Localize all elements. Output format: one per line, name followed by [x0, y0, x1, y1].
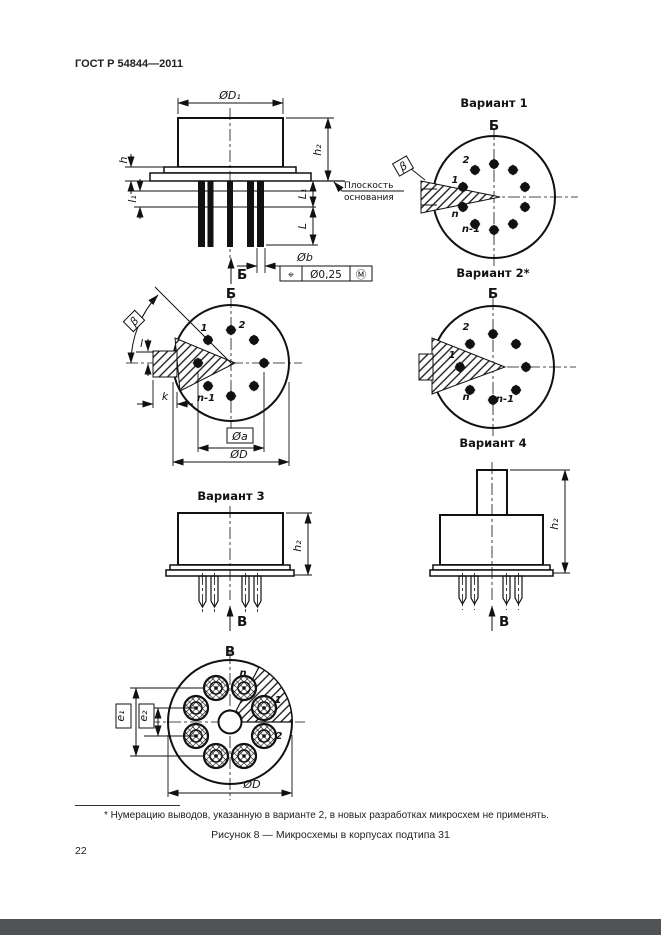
variant3-view: Вариант 3 h₂ — [165, 489, 312, 631]
view-v-pin2-label: 2 — [276, 731, 283, 742]
page-number: 22 — [75, 845, 87, 857]
position-tolerance-icon: ⌖ — [288, 269, 294, 281]
dim-h2: h₂ — [286, 117, 334, 182]
variant1-view: Вариант 1 Б β 2 1 n n-1 — [391, 96, 578, 267]
variant1-pinN-label: n — [451, 209, 458, 220]
plane-label-1: Плоскость — [344, 181, 393, 191]
dim-e2-label: e₂ — [137, 710, 150, 722]
variant1-title: Вариант 1 — [460, 96, 527, 110]
variant4-body — [439, 514, 544, 566]
variant4-view: Вариант 4 h₂ — [429, 436, 570, 631]
variant1-view-letter: Б — [489, 118, 499, 134]
variant3-h2-label: h₂ — [291, 540, 304, 552]
plane-label-2: основания — [344, 193, 394, 203]
variant1-pinN1-label: n-1 — [462, 224, 480, 235]
package-base — [149, 172, 312, 182]
dim-l: l — [136, 337, 154, 376]
dim-pin-circle: Øa — [197, 372, 265, 452]
variant1-angle-box: β — [391, 155, 415, 177]
variant3-view-arrow: В — [226, 605, 247, 631]
variant4-view-arrow: В — [488, 605, 509, 631]
variant2-pin1-label: 1 — [449, 350, 456, 361]
dim-k-label: k — [162, 390, 169, 403]
tolerance-frame: ⌖ Ø0,25 Ⓜ — [279, 265, 373, 282]
view-b-drawing: Б β l — [122, 286, 302, 466]
standard-code: ГОСТ Р 54844—2011 — [75, 58, 183, 70]
dim-outer-diameter: ØD — [172, 382, 290, 466]
dim-h: h — [117, 154, 164, 194]
pin-group — [198, 181, 264, 247]
dim-l-label: l — [140, 337, 143, 350]
view-b-pin1-label: 1 — [201, 323, 208, 334]
variant1-pin2-label: 2 — [463, 155, 470, 166]
dim-h2-label: h₂ — [311, 144, 324, 156]
footnote-text: * Нумерацию выводов, указанную в вариант… — [104, 810, 549, 821]
dim-a-label: Øa — [231, 430, 248, 443]
view-b-arrow: Б — [227, 257, 247, 284]
key-stub — [152, 350, 178, 378]
footnote-rule — [75, 805, 180, 806]
dim-L1-label: L₁ — [296, 189, 309, 200]
dim-L-label: L — [296, 223, 309, 229]
view-b-pin2-label: 2 — [239, 320, 246, 331]
variant2-pin2-label: 2 — [463, 322, 470, 333]
dim-l1-label: l₁ — [126, 195, 139, 202]
variant2-pinN1-label: n-1 — [496, 394, 514, 405]
variant2-view-letter: Б — [488, 286, 498, 302]
center-hole — [217, 709, 243, 735]
mmc-modifier-icon: Ⓜ — [356, 269, 367, 281]
variant3-title: Вариант 3 — [197, 489, 264, 503]
dim-k: k — [137, 380, 193, 408]
dim-L1: L₁ — [296, 180, 317, 208]
view-b-pinN1-label: n-1 — [197, 393, 215, 404]
side-view-drawing: ØD₁ h — [117, 89, 404, 284]
variant3-dim-h2: h₂ — [286, 512, 312, 576]
dim-body-diameter: ØD₁ — [177, 89, 284, 114]
variant3-pins — [198, 573, 262, 613]
dim-L: L — [296, 206, 317, 246]
dim-angle-beta: β — [122, 286, 232, 364]
view-v-dim-D-label: ØD — [242, 778, 260, 791]
variant4-base — [429, 569, 554, 577]
variant2-pinN-label: n — [462, 392, 469, 403]
dim-e1: e₁ — [114, 687, 204, 757]
variant3-view-letter: В — [237, 614, 247, 630]
base-plane-callout: Плоскость основания — [333, 181, 404, 203]
view-b-title: Б — [226, 286, 236, 302]
dim-b-label: Øb — [296, 251, 313, 264]
view-v-pinN-label: n — [239, 668, 246, 679]
variant4-pins — [458, 573, 523, 610]
variant1-pin1-label: 1 — [452, 175, 459, 186]
view-b-letter: Б — [237, 267, 247, 283]
variant4-title: Вариант 4 — [459, 436, 526, 450]
figure-caption: Рисунок 8 — Микросхемы в корпусах подтип… — [211, 829, 450, 841]
view-v-pin1-label: 1 — [275, 695, 282, 706]
tolerance-value: Ø0,25 — [310, 269, 342, 281]
variant2-view: Вариант 2* Б 2 1 n n-1 — [418, 266, 576, 437]
package-body — [177, 117, 284, 168]
dim-d1-label: ØD₁ — [218, 89, 241, 102]
variant3-body — [177, 512, 284, 566]
bottom-bar — [0, 919, 661, 935]
dim-outer-diameter: ØD — [167, 735, 293, 797]
dim-pin-diameter: Øb — [237, 248, 313, 273]
dim-l1: l₁ — [126, 179, 144, 219]
variant4-h2-label: h₂ — [548, 518, 561, 530]
view-v-drawing: В n 1 2 e₁ — [114, 644, 305, 800]
dim-D-label: ØD — [229, 448, 247, 461]
variant4-view-letter: В — [499, 614, 509, 630]
variant2-title: Вариант 2* — [456, 266, 529, 280]
dim-e2: e₂ — [137, 703, 198, 737]
dim-h-label: h — [117, 156, 130, 163]
variant4-dim-h2: h₂ — [510, 469, 570, 574]
dim-e1-label: e₁ — [114, 710, 127, 721]
key-stub — [418, 353, 434, 381]
